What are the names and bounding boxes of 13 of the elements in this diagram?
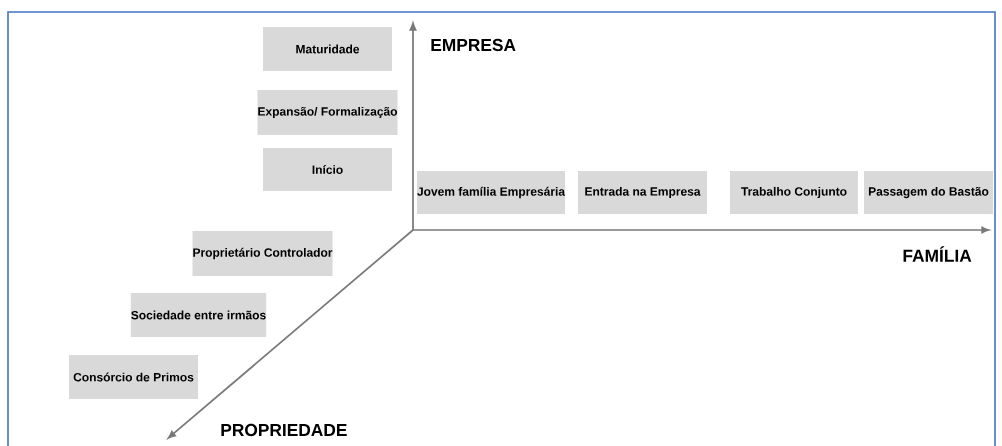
stage-box: Passagem do Bastão [864,171,993,214]
stage-box: Consórcio de Primos [69,355,198,399]
stage-box: Jovem família Empresária [416,171,566,214]
axis-label: FAMÍLIA [903,246,972,262]
stage-box: Início [263,148,392,191]
stage-box: Expansão/ Formalização [257,90,398,135]
stage-box: Maturidade [263,27,392,71]
stage-box: Trabalho Conjunto [730,171,858,214]
axis-label: PROPRIEDADE [221,423,347,437]
axis-label: EMPRESA [431,38,516,52]
stage-box: Sociedade entre irmãos [130,293,267,337]
stage-box: Proprietário Controlador [192,231,333,276]
stage-box: Entrada na Empresa [578,171,707,214]
